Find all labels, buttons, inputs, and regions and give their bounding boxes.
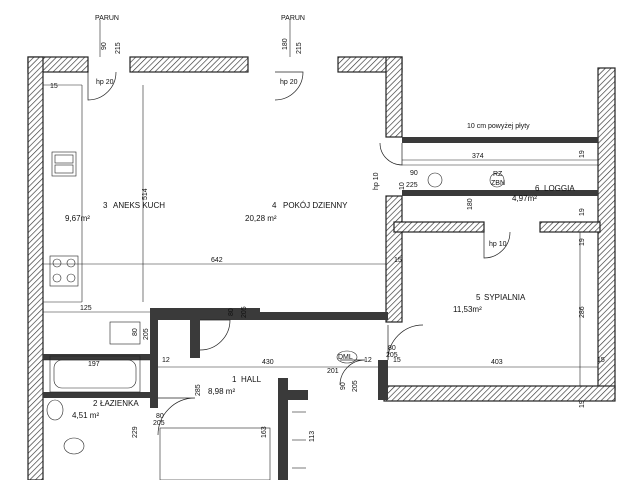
dim: 15	[393, 357, 401, 364]
dim: 12	[162, 357, 170, 364]
dim: 285	[195, 384, 202, 396]
room-name: HALL	[241, 375, 262, 384]
dim: 286	[579, 306, 586, 318]
dim: 205	[143, 328, 150, 340]
dim: 90	[410, 170, 418, 177]
window-label-2: PARUN	[281, 15, 305, 22]
room-name: LOGGIA	[544, 184, 575, 193]
dim: 113	[309, 431, 316, 442]
dim: 19	[579, 150, 586, 158]
window-label-1: PARUN	[95, 15, 119, 22]
dim: 225	[406, 182, 418, 189]
sill-height: hp 20	[280, 79, 298, 86]
dim: 80	[388, 345, 396, 352]
room-label-hall: 1 HALL 8,98 m²	[208, 375, 262, 396]
dim: 205	[153, 420, 165, 427]
symbol-zbn: ZBN	[491, 180, 505, 187]
room-label-living: 4 POKÓJ DZIENNY 20,28 m²	[245, 201, 348, 223]
room-number: 5	[476, 293, 481, 302]
dim: 430	[262, 359, 274, 366]
door-swings	[87, 71, 511, 436]
dim: 229	[132, 426, 139, 438]
room-label-kitchen: 3 ANEKS KUCH 9,67m²	[65, 201, 165, 223]
dim: 215	[115, 42, 122, 54]
dim: 15	[394, 257, 402, 264]
dim: 201	[327, 368, 339, 375]
room-number: 3	[103, 201, 108, 210]
room-name: ANEKS KUCH	[113, 201, 165, 210]
room-area: 4,51 m²	[72, 411, 99, 420]
dim: 215	[296, 42, 303, 54]
room-label-bathroom: 2 ŁAZIENKA 4,51 m²	[72, 399, 139, 420]
dim: 12	[364, 357, 372, 364]
loggia-note: 10 cm powyżej płyty	[467, 123, 530, 130]
room-name: POKÓJ DZIENNY	[283, 201, 348, 210]
sill-height: hp 10	[489, 241, 507, 248]
room-area: 4,97m²	[512, 194, 537, 203]
interior-walls	[43, 137, 598, 480]
dim: 90	[101, 42, 108, 50]
dim: 80	[132, 328, 139, 336]
room-name: ŁAZIENKA	[100, 399, 139, 408]
dim: 163	[261, 426, 268, 438]
dim: 374	[472, 153, 484, 160]
dim: 205	[352, 380, 359, 392]
dim: 10	[399, 182, 406, 190]
dim: 80	[156, 413, 164, 420]
exterior-walls	[27, 56, 616, 480]
room-label-bedroom: 5 SYPIALNIA 11,53m²	[453, 293, 526, 314]
dim: 205	[241, 306, 248, 318]
room-number: 2	[93, 399, 98, 408]
room-number: 4	[272, 201, 277, 210]
symbol-dml: DML	[338, 354, 353, 361]
dim: 205	[386, 352, 398, 359]
room-label-loggia: 6 LOGGIA 4,97m²	[512, 184, 575, 203]
dim: 180	[467, 198, 474, 210]
room-number: 6	[535, 184, 540, 193]
room-area: 20,28 m²	[245, 214, 277, 223]
annotations: PARUN PARUN 10 cm powyżej płyty RZ ZBN D…	[50, 15, 605, 442]
sill-height: hp 10	[373, 172, 380, 190]
dim: 642	[211, 257, 223, 264]
sill-height: hp 20	[96, 79, 114, 86]
room-area: 8,98 m²	[208, 387, 235, 396]
fixtures	[43, 84, 598, 480]
symbol-rz: RZ	[493, 171, 503, 178]
dim: 514	[142, 188, 149, 200]
dim: 180	[282, 38, 289, 50]
dim: 19	[579, 208, 586, 216]
dim: 197	[88, 361, 100, 368]
room-area: 11,53m²	[453, 305, 482, 314]
dim: 80	[228, 308, 235, 316]
dim: 19	[579, 400, 586, 408]
dim: 90	[340, 382, 347, 390]
dim: 15	[597, 357, 605, 364]
dim: 125	[80, 305, 92, 312]
dim: 403	[491, 359, 503, 366]
dim: 19	[579, 238, 586, 246]
dim: 15	[50, 83, 58, 90]
room-name: SYPIALNIA	[484, 293, 526, 302]
room-number: 1	[232, 375, 237, 384]
room-area: 9,67m²	[65, 214, 90, 223]
dimension-lines	[43, 20, 598, 386]
